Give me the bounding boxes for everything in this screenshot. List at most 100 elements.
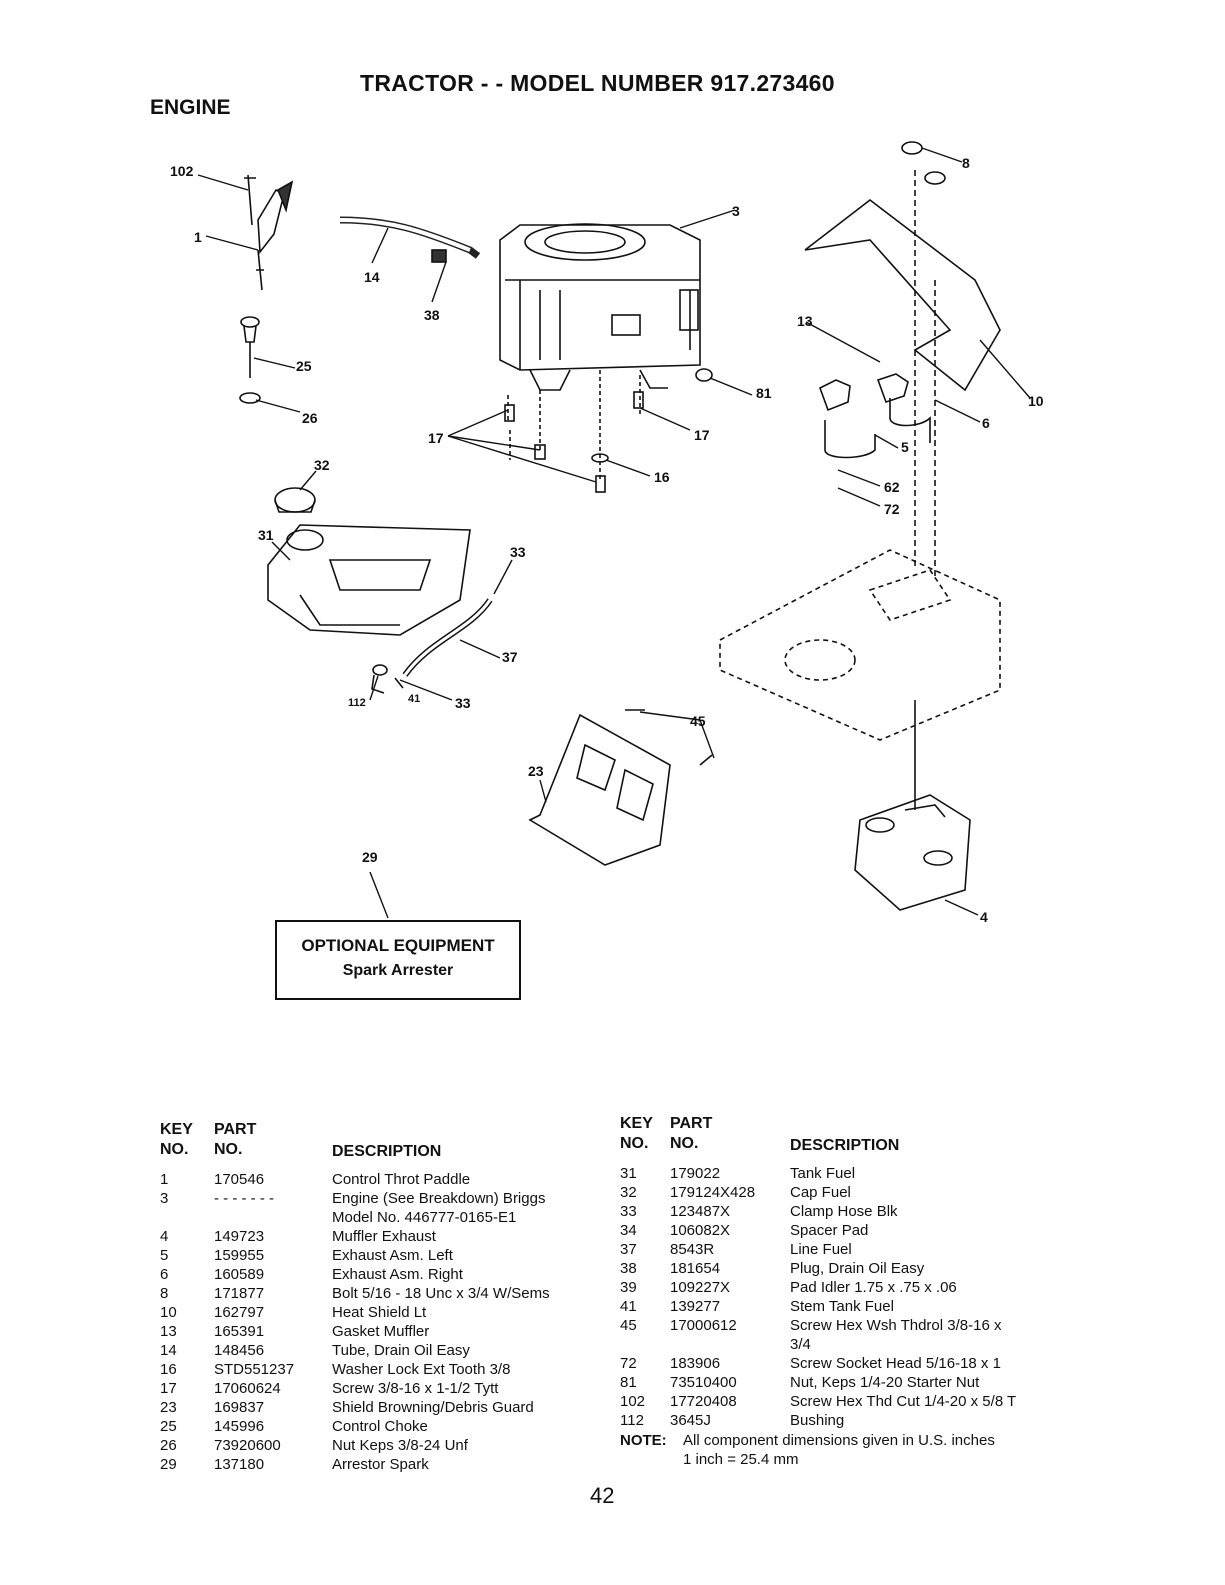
callout-45: 45: [690, 713, 706, 729]
part-number-cell: 17000612: [670, 1317, 737, 1334]
page-title: TRACTOR - - MODEL NUMBER 917.273460: [360, 70, 835, 96]
chassis-plate-drawing: [719, 549, 1001, 741]
part-number-cell: 171877: [214, 1285, 265, 1302]
key-cell: 1: [160, 1171, 169, 1188]
key-cell: 16: [160, 1361, 177, 1378]
throttle-control-drawing: [244, 174, 294, 291]
description-cell: Washer Lock Ext Tooth 3/8: [332, 1361, 511, 1378]
fuel-cap-drawing: [274, 487, 316, 513]
note-conversion: 1 inch = 25.4 mm: [683, 1451, 799, 1468]
muffler-drawing: [854, 700, 971, 911]
description-cell: Nut, Keps 1/4-20 Starter Nut: [790, 1374, 980, 1391]
description-cell: Clamp Hose Blk: [790, 1203, 898, 1220]
note-text: All component dimensions given in U.S. i…: [683, 1432, 995, 1449]
part-number-cell: 183906: [670, 1355, 721, 1372]
key-cell: 4: [160, 1228, 169, 1245]
callout-25: 25: [296, 358, 312, 374]
callout-26: 26: [302, 410, 318, 426]
description-cell: Control Throt Paddle: [332, 1171, 471, 1188]
callout-23: 23: [528, 763, 544, 779]
callout-31: 31: [258, 527, 274, 543]
description-cell: Exhaust Asm. Right: [332, 1266, 463, 1283]
part-number-cell: 73920600: [214, 1437, 281, 1454]
description-cell: Model No. 446777-0165-E1: [332, 1209, 517, 1226]
key-cell: 10: [160, 1304, 177, 1321]
part-number-cell: 162797: [214, 1304, 265, 1321]
callout-32: 32: [314, 457, 330, 473]
description-cell: Exhaust Asm. Left: [332, 1247, 453, 1264]
key-cell: 14: [160, 1342, 177, 1359]
key-cell: 23: [160, 1399, 177, 1416]
key-cell: 29: [160, 1456, 177, 1473]
part-number-cell: 3645J: [670, 1412, 711, 1429]
part-header: PART: [670, 1115, 713, 1132]
description-header: DESCRIPTION: [790, 1137, 900, 1154]
description-header: DESCRIPTION: [332, 1143, 442, 1160]
key-cell: 37: [620, 1241, 637, 1258]
description-cell: Screw Hex Wsh Thdrol 3/8-16 x: [790, 1317, 1002, 1334]
part-number-cell: 106082X: [670, 1222, 731, 1239]
part-number-cell: 109227X: [670, 1279, 731, 1296]
key-cell: 72: [620, 1355, 637, 1372]
callout-102: 102: [170, 163, 194, 179]
key-header: KEY: [620, 1115, 653, 1132]
key-cell: 45: [620, 1317, 637, 1334]
key-no-header: NO.: [620, 1135, 649, 1152]
optional-equipment-box: OPTIONAL EQUIPMENT Spark Arrester: [275, 920, 521, 1000]
description-cell: 3/4: [790, 1336, 811, 1353]
callout-5: 5: [901, 439, 909, 455]
description-cell: Muffler Exhaust: [332, 1228, 436, 1245]
engine-drawing: [499, 223, 701, 391]
part-number-cell: 179022: [670, 1165, 721, 1182]
callout-6: 6: [982, 415, 990, 431]
key-cell: 32: [620, 1184, 637, 1201]
part-number-cell: 165391: [214, 1323, 265, 1340]
part-number-cell: 159955: [214, 1247, 265, 1264]
callout-38: 38: [424, 307, 440, 323]
key-cell: 5: [160, 1247, 169, 1264]
description-cell: Screw Socket Head 5/16-18 x 1: [790, 1355, 1001, 1372]
description-cell: Tank Fuel: [790, 1165, 856, 1182]
description-cell: Bushing: [790, 1412, 845, 1429]
part-number-cell: 160589: [214, 1266, 265, 1283]
part-number-cell: STD551237: [214, 1361, 295, 1378]
description-cell: Bolt 5/16 - 18 Unc x 3/4 W/Sems: [332, 1285, 550, 1302]
part-number-cell: 137180: [214, 1456, 265, 1473]
callout-14: 14: [364, 269, 380, 285]
callout-4: 4: [980, 909, 988, 925]
description-cell: Engine (See Breakdown) Briggs: [332, 1190, 546, 1207]
part-number-cell: 181654: [670, 1260, 721, 1277]
key-cell: 13: [160, 1323, 177, 1340]
key-cell: 102: [620, 1393, 646, 1410]
part-no-header: NO.: [670, 1135, 699, 1152]
callout-17-left: 17: [428, 430, 444, 446]
heat-shield-drawing: [804, 198, 1001, 392]
callout-8: 8: [962, 155, 970, 171]
part-number-cell: 149723: [214, 1228, 265, 1245]
note-label: NOTE:: [620, 1432, 667, 1449]
key-cell: 34: [620, 1222, 637, 1239]
part-number-cell: - - - - - - -: [214, 1190, 274, 1207]
description-cell: Shield Browning/Debris Guard: [332, 1399, 534, 1416]
part-no-header: NO.: [214, 1141, 243, 1158]
exploded-parts-diagram: 102 1 14 38 3 8 13 10 25 26 81 17 17 6 5…: [170, 141, 1044, 925]
description-cell: Pad Idler 1.75 x .75 x .06: [790, 1279, 957, 1296]
key-header: KEY: [160, 1121, 193, 1138]
key-cell: 41: [620, 1298, 637, 1315]
callout-13: 13: [797, 313, 813, 329]
key-cell: 8: [160, 1285, 169, 1302]
key-cell: 33: [620, 1203, 637, 1220]
description-cell: Nut Keps 3/8-24 Unf: [332, 1437, 468, 1454]
callout-16: 16: [654, 469, 670, 485]
description-cell: Cap Fuel: [790, 1184, 851, 1201]
description-cell: Line Fuel: [790, 1241, 852, 1258]
choke-control-drawing: [239, 316, 261, 404]
callout-10: 10: [1028, 393, 1044, 409]
part-number-cell: 17060624: [214, 1380, 281, 1397]
callout-33-top: 33: [510, 544, 526, 560]
callout-1: 1: [194, 229, 202, 245]
part-number-cell: 8543R: [670, 1241, 715, 1258]
key-no-header: NO.: [160, 1141, 189, 1158]
